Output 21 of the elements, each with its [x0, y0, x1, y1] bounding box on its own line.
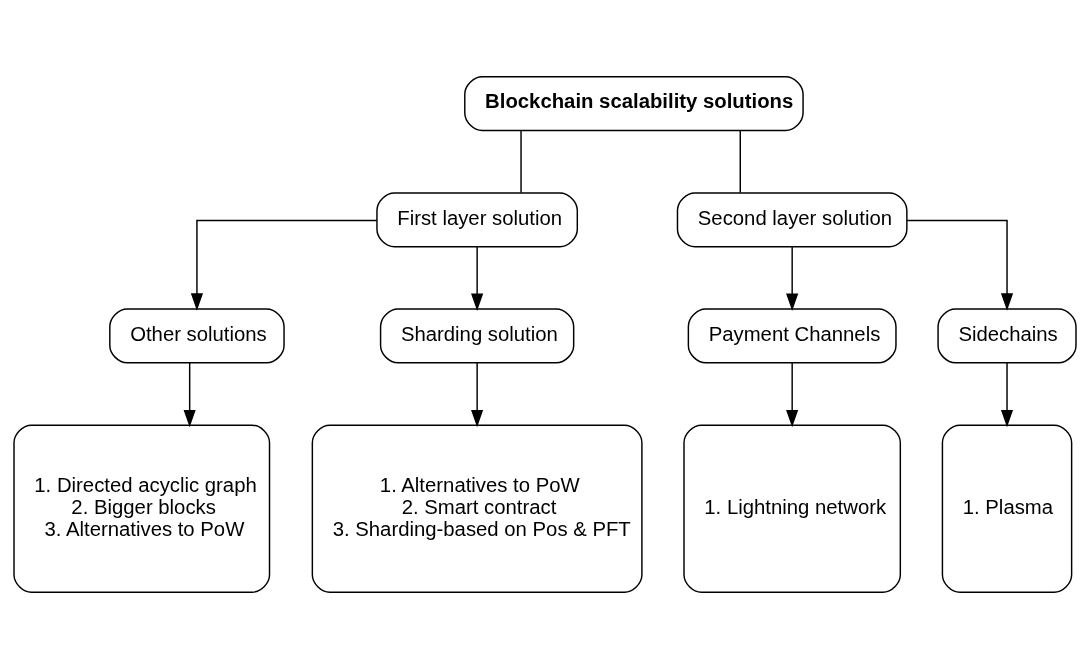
arrow: [786, 362, 799, 428]
node-box: Payment Channels: [687, 308, 897, 364]
connector: [520, 129, 522, 194]
node-box: 1. Plasma: [941, 424, 1073, 593]
arrow: [1000, 362, 1014, 428]
node-box: Sharding solution: [379, 308, 575, 364]
arrow: [183, 362, 196, 428]
node-box: 1. Directed acyclic graph 2. Bigger blocks 3. Alternatives to PoW: [13, 424, 271, 593]
arrow: [190, 219, 378, 311]
node-box: Blockchain scalability solutions: [464, 76, 804, 132]
arrow: [906, 219, 1014, 311]
node-box: Second layer solution: [676, 192, 908, 248]
connector: [739, 129, 741, 194]
arrow: [471, 246, 484, 311]
node-box: 1. Lightning network: [683, 424, 902, 593]
node-box: Other solutions: [109, 308, 285, 364]
arrow: [471, 362, 484, 428]
node-box: Sidechains: [937, 308, 1077, 364]
node-box: First layer solution: [376, 192, 579, 248]
node-box: 1. Alternatives to PoW 2. Smart contract 3. Sharding-based on Pos & PFT: [311, 424, 643, 593]
arrow: [786, 246, 799, 311]
